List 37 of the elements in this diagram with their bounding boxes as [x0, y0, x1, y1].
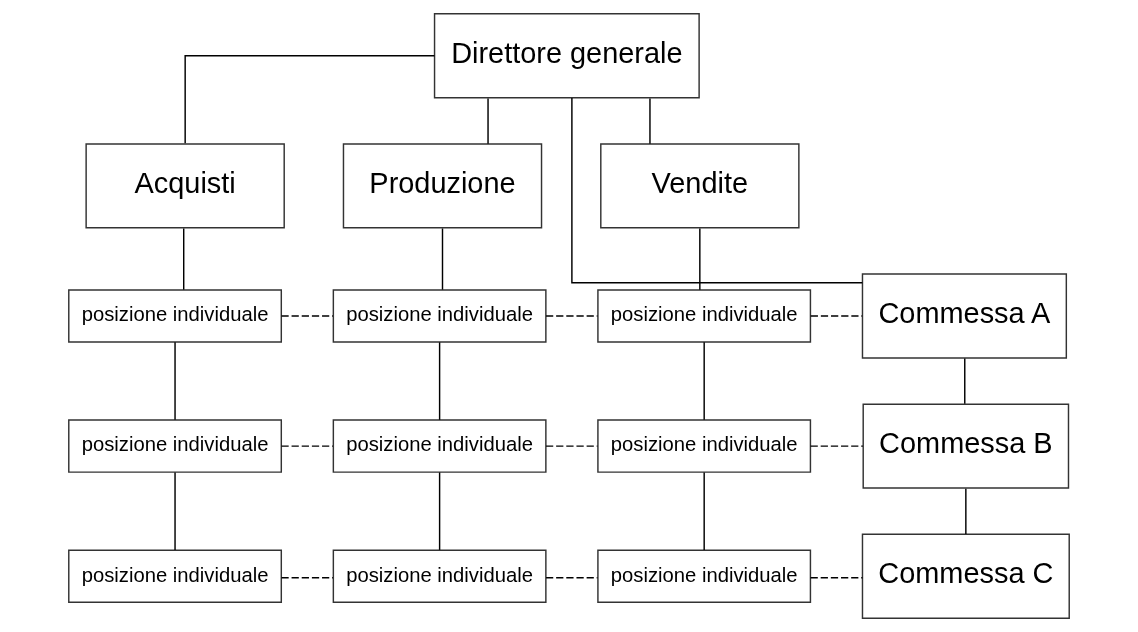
node-box: posizione individuale — [68, 289, 283, 343]
connector — [174, 341, 176, 421]
connector — [183, 227, 185, 291]
node-box: posizione individuale — [597, 419, 812, 473]
node-box: Commessa A — [861, 273, 1068, 359]
node-box: Produzione — [342, 143, 543, 229]
node-box: Commessa C — [861, 533, 1070, 619]
connector — [438, 341, 441, 421]
node-box: posizione individuale — [68, 549, 283, 603]
connector — [280, 445, 334, 447]
connector — [438, 471, 441, 551]
node-box: posizione individuale — [597, 549, 812, 603]
connector — [699, 227, 701, 291]
connector — [441, 227, 444, 291]
connector — [280, 315, 334, 317]
node-box: posizione individuale — [332, 289, 547, 343]
connector — [649, 97, 651, 145]
node-box: posizione individuale — [68, 419, 283, 473]
connector — [703, 471, 705, 551]
node-box: posizione individuale — [332, 549, 547, 603]
node-box: Vendite — [600, 143, 800, 229]
node-box: Acquisti — [85, 143, 285, 229]
connector — [964, 357, 966, 405]
connector — [809, 576, 864, 579]
connector — [810, 315, 863, 317]
node-box: posizione individuale — [332, 419, 547, 473]
connector — [703, 341, 705, 421]
connector — [571, 97, 864, 284]
connector — [174, 471, 176, 551]
node-box: posizione individuale — [597, 289, 812, 343]
connector — [965, 488, 967, 535]
node-box: Direttore generale — [433, 13, 700, 99]
connector — [184, 55, 436, 144]
connector — [487, 97, 489, 145]
connector — [280, 576, 334, 579]
node-box: Commessa B — [862, 403, 1070, 489]
connector — [809, 445, 864, 447]
